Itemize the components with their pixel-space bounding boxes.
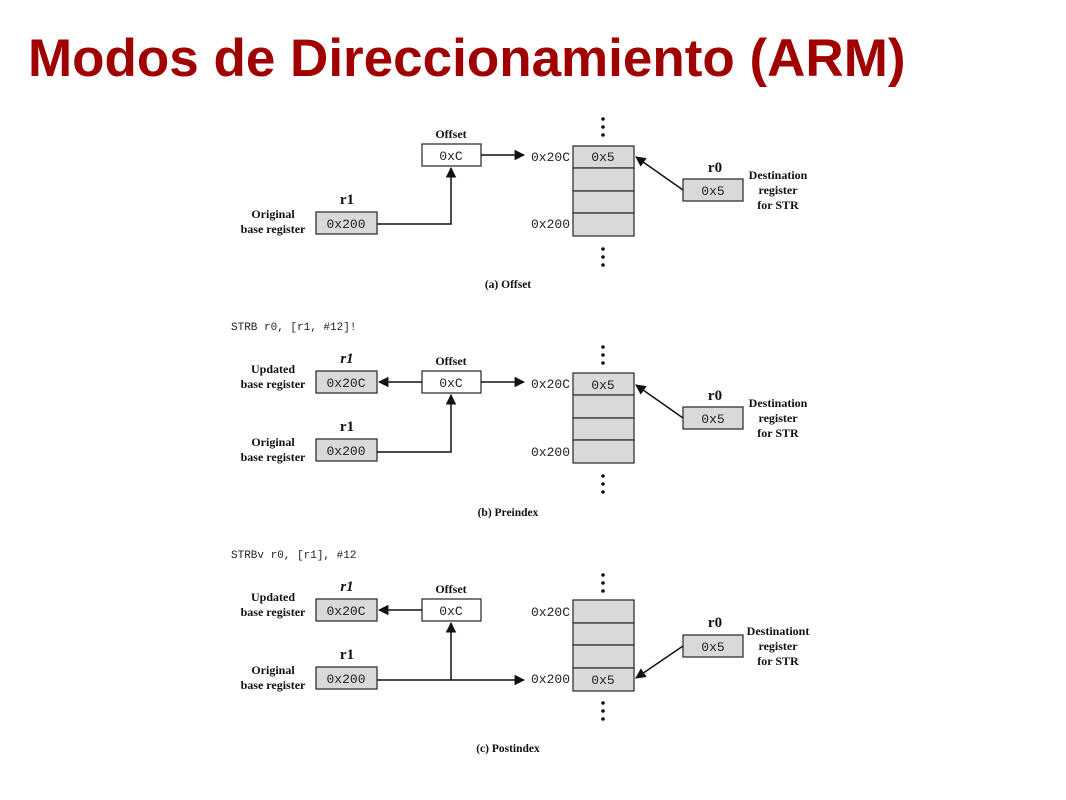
memory-address-bottom: 0x200 bbox=[531, 217, 570, 232]
memory-cell-0x20c bbox=[572, 599, 635, 624]
r1-label: r1 bbox=[340, 419, 354, 435]
instruction-text: STRB r0, [r1, #12]! bbox=[231, 322, 356, 334]
r1-desc-line1: Original bbox=[251, 207, 295, 221]
memory-cell bbox=[572, 167, 635, 192]
r0-desc-line1: Destination bbox=[749, 396, 808, 410]
instruction-text: STRBv r0, [r1], #12 bbox=[231, 550, 356, 562]
r1-value: 0x200 bbox=[326, 672, 365, 687]
r0-desc-line2: register bbox=[758, 411, 798, 425]
r0-to-memory-arrow bbox=[635, 156, 684, 191]
r1-value: 0x200 bbox=[326, 217, 365, 232]
updated-r1-value: 0x20C bbox=[326, 604, 365, 619]
memory-address-bottom: 0x200 bbox=[531, 445, 570, 460]
r0-to-memory-arrow bbox=[635, 384, 684, 419]
memory-value: 0x5 bbox=[591, 150, 614, 165]
r0-desc-line2: register bbox=[758, 183, 798, 197]
r0-to-memory-arrow bbox=[635, 645, 684, 679]
r1-desc-line1: Original bbox=[251, 663, 295, 677]
memory-address-top: 0x20C bbox=[531, 377, 570, 392]
memory-cell bbox=[572, 417, 635, 441]
r0-label: r0 bbox=[708, 160, 722, 176]
memory-address-top: 0x20C bbox=[531, 150, 570, 165]
r0-desc-line1: Destination bbox=[749, 168, 808, 182]
memory-cell-0x200 bbox=[572, 667, 635, 692]
r0-value: 0x5 bbox=[701, 184, 724, 199]
page-title: Modos de Direccionamiento (ARM) bbox=[28, 29, 906, 88]
memory-address-top: 0x20C bbox=[531, 605, 570, 620]
r1-to-offset-arrow bbox=[377, 393, 457, 453]
offset-value: 0xC bbox=[439, 604, 463, 619]
r1-register bbox=[315, 211, 378, 235]
offset-label: Offset bbox=[435, 127, 466, 141]
panel-caption: (c) Postindex bbox=[476, 743, 540, 755]
memory-cell bbox=[572, 622, 635, 646]
r1-to-offset-arrow bbox=[377, 166, 457, 225]
r0-desc-line1: Destinationt bbox=[747, 624, 810, 638]
memory-address-bottom: 0x200 bbox=[531, 672, 570, 687]
r1-desc-line2: base register bbox=[241, 678, 306, 692]
memory-cell-0x200 bbox=[572, 212, 635, 237]
r0-desc-line3: for STR bbox=[757, 426, 799, 440]
memory-cell bbox=[572, 190, 635, 214]
ellipsis-bottom bbox=[601, 474, 605, 494]
offset-value: 0xC bbox=[439, 376, 463, 391]
updated-r1-register bbox=[315, 598, 378, 622]
ellipsis-bottom bbox=[601, 701, 605, 721]
r1-desc-line1: Original bbox=[251, 435, 295, 449]
panel-caption: (a) Offset bbox=[485, 279, 531, 291]
memory-value: 0x5 bbox=[591, 673, 614, 688]
updated-desc-line1: Updated bbox=[251, 362, 295, 376]
r1-label: r1 bbox=[340, 647, 354, 663]
offset-value: 0xC bbox=[439, 149, 463, 164]
offset-label: Offset bbox=[435, 582, 466, 596]
updated-r1-label: r1 bbox=[340, 351, 353, 367]
memory-cell bbox=[572, 394, 635, 419]
memory-cell-0x200 bbox=[572, 439, 635, 464]
offset-label: Offset bbox=[435, 354, 466, 368]
updated-r1-register bbox=[315, 370, 378, 394]
r1-desc-line2: base register bbox=[241, 222, 306, 236]
ellipsis-bottom bbox=[601, 247, 605, 267]
r0-desc-line2: register bbox=[758, 639, 798, 653]
memory-value: 0x5 bbox=[591, 378, 614, 393]
r0-label: r0 bbox=[708, 388, 722, 404]
r1-value: 0x200 bbox=[326, 444, 365, 459]
r1-register bbox=[315, 438, 378, 462]
updated-desc-line2: base register bbox=[241, 605, 306, 619]
r0-label: r0 bbox=[708, 615, 722, 631]
panel-preindex: STRB r0, [r1, #12]! 0x5 0x20C 0x200 Offs… bbox=[231, 322, 808, 519]
updated-r1-value: 0x20C bbox=[326, 376, 365, 391]
r0-value: 0x5 bbox=[701, 412, 724, 427]
r0-value: 0x5 bbox=[701, 640, 724, 655]
ellipsis-top bbox=[601, 117, 605, 137]
memory-cell bbox=[572, 644, 635, 669]
ellipsis-top bbox=[601, 345, 605, 365]
ellipsis-top bbox=[601, 573, 605, 593]
updated-r1-label: r1 bbox=[340, 579, 353, 595]
updated-desc-line2: base register bbox=[241, 377, 306, 391]
panel-postindex: STRBv r0, [r1], #12 0x5 0x20C 0x200 Offs… bbox=[231, 550, 809, 755]
r0-desc-line3: for STR bbox=[757, 198, 799, 212]
r0-desc-line3: for STR bbox=[757, 654, 799, 668]
r1-desc-line2: base register bbox=[241, 450, 306, 464]
panel-caption: (b) Preindex bbox=[478, 507, 539, 519]
panel-offset: 0x5 0x20C 0x200 Offset 0xC r1 0x200 Orig… bbox=[241, 117, 808, 291]
updated-desc-line1: Updated bbox=[251, 590, 295, 604]
r1-label: r1 bbox=[340, 192, 354, 208]
r1-register bbox=[315, 666, 378, 690]
